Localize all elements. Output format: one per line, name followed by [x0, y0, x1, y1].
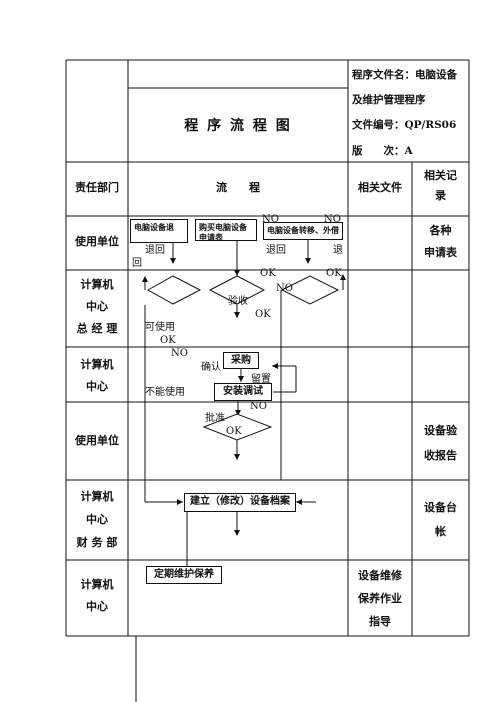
row2-dept-line2: 中心 [86, 300, 108, 313]
label-no-top-1: NO [262, 214, 279, 225]
label-ok-3: OK [255, 309, 271, 320]
row4-records-line1: 设备验 [424, 424, 457, 437]
label-return-4: 退 [333, 245, 343, 256]
file-number: 文件编号：QP/RS06 [352, 119, 457, 131]
row6-dept: 计算机 中心 [66, 574, 128, 618]
label-no-top-2: NO [324, 214, 341, 225]
version: 版 次：A [352, 145, 413, 157]
col-header-records-line1: 相关记 [424, 169, 457, 182]
label-retain: 留置 [251, 374, 271, 385]
row6-docs-line3: 指导 [369, 615, 391, 628]
label-ok-4: OK [160, 335, 176, 346]
label-no-mid: NO [276, 283, 293, 294]
row5-dept: 计算机 中心 财 务 部 [66, 485, 128, 554]
flow-arrowheads [142, 258, 346, 536]
label-no-3: NO [250, 401, 267, 412]
col-header-docs: 相关文件 [358, 181, 402, 194]
row5-records-line1: 设备台 [424, 501, 457, 514]
flow-box-transfer-lend: 电脑设备转移、外借 [263, 222, 343, 240]
decision-diamonds [146, 275, 340, 441]
label-ok-1: OK [260, 268, 276, 279]
file-name-line2: 及维护管理程序 [352, 94, 426, 106]
row1-records-line1: 各种 [429, 224, 452, 237]
label-return-2: 退回 [266, 245, 286, 256]
label-usable: 可使用 [145, 322, 175, 333]
row3-dept-line2: 中心 [86, 380, 108, 393]
flow-box-install-debug: 安装调试 [214, 383, 272, 401]
row5-records: 设备台 帐 [412, 496, 469, 544]
row3-dept: 计算机 中心 [66, 354, 128, 398]
row1-dept: 使用单位 [75, 235, 119, 248]
label-unusable: 不能使用 [145, 387, 185, 398]
flow-box-maintenance: 定期维护保养 [146, 566, 222, 584]
row5-dept-line3: 财 务 部 [76, 536, 118, 549]
col-header-records: 相关记 录 [412, 166, 469, 206]
row6-dept-line2: 中心 [86, 600, 108, 613]
purchase-request-line1: 购买电脑设备 [199, 222, 247, 232]
col-header-records-line2: 录 [435, 189, 446, 202]
label-confirm: 确认 [201, 362, 221, 373]
row6-dept-line1: 计算机 [80, 578, 114, 591]
row5-dept-line1: 计算机 [80, 490, 114, 503]
label-accept: 验收 [228, 296, 248, 307]
row4-records: 设备验 收报告 [412, 418, 469, 468]
flow-box-purchase-request: 购买电脑设备 申请表 [195, 219, 257, 241]
row4-records-line2: 收报告 [424, 449, 457, 462]
row1-records: 各种 申请表 [412, 220, 469, 264]
row5-dept-line2: 中心 [86, 513, 108, 526]
flow-box-return-equipment: 电脑设备退 [130, 219, 188, 243]
label-no-2: NO [171, 348, 188, 359]
row4-dept: 使用单位 [75, 434, 119, 447]
page-title: 程 序 流 程 图 [184, 118, 292, 134]
flow-box-archive: 建立（修改）设备档案 [184, 493, 296, 512]
label-return-5: 回 [132, 258, 142, 269]
col-header-dept: 责任部门 [75, 181, 119, 194]
flow-box-purchase: 采购 [223, 352, 259, 369]
row2-dept: 计算机 中心 总 经 理 [66, 274, 128, 340]
label-ok-2: OK [326, 268, 342, 279]
label-approve: 批准 [205, 413, 225, 424]
row6-docs-line1: 设备维修 [358, 569, 402, 582]
file-name-line1: 程序文件名：电脑设备 [352, 69, 457, 81]
row1-records-line2: 申请表 [424, 246, 457, 259]
row3-dept-line1: 计算机 [80, 358, 114, 371]
row2-dept-line3: 总 经 理 [76, 322, 118, 335]
row6-docs-line2: 保养作业 [358, 592, 402, 605]
label-ok-5: OK [226, 426, 242, 437]
row2-dept-line1: 计算机 [80, 278, 114, 291]
purchase-request-line2: 申请表 [199, 232, 223, 241]
row5-records-line2: 帐 [435, 525, 446, 538]
col-header-flow: 流 程 [216, 181, 260, 194]
label-return-1: 退回 [145, 245, 165, 256]
row6-docs: 设备维修 保养作业 指导 [348, 564, 412, 633]
